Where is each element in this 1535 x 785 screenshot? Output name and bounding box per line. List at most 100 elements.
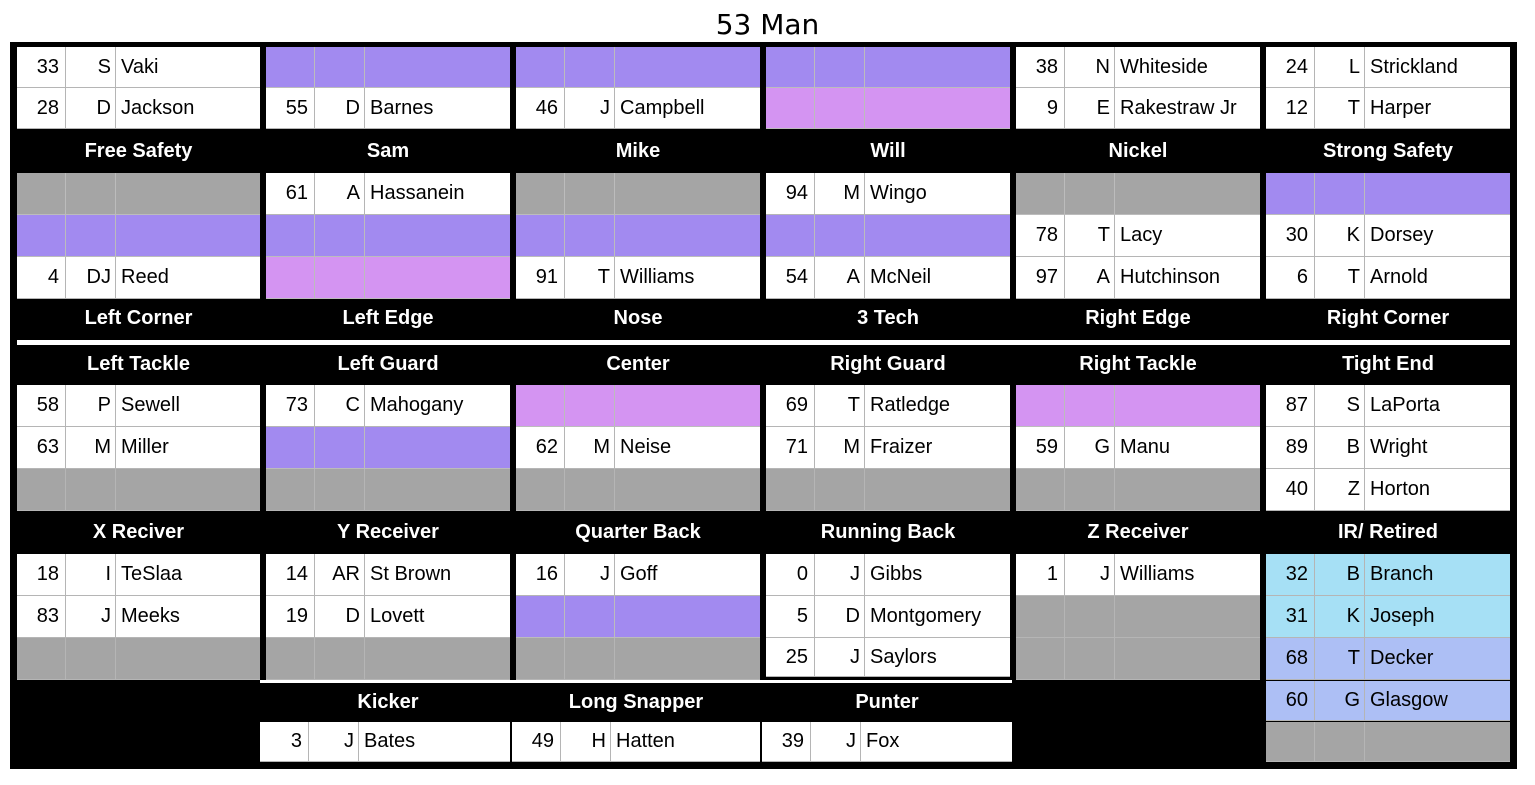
player-initial: [66, 469, 116, 511]
position-header: Right Tackle: [1016, 345, 1260, 384]
empty-slot[interactable]: [516, 385, 760, 427]
player-name: Ratledge: [865, 385, 1010, 427]
player-initial: J: [66, 596, 116, 638]
empty-slot[interactable]: [17, 469, 260, 511]
empty-slot[interactable]: [516, 215, 760, 257]
empty-slot[interactable]: [766, 47, 1010, 88]
empty-slot[interactable]: [266, 638, 510, 680]
player-number: 61: [266, 173, 315, 215]
empty-slot[interactable]: [17, 638, 260, 680]
empty-slot[interactable]: [1266, 722, 1510, 762]
player-name: Miller: [116, 427, 260, 469]
player-initial: [565, 173, 615, 215]
empty-slot[interactable]: [516, 596, 760, 638]
player-initial: T: [1315, 638, 1365, 680]
player-initial: AR: [315, 554, 365, 596]
player-initial: G: [1065, 427, 1115, 469]
empty-slot[interactable]: [766, 215, 1010, 257]
empty-slot[interactable]: [1016, 596, 1260, 638]
player-name: McNeil: [865, 257, 1010, 299]
empty-slot[interactable]: [1016, 469, 1260, 511]
empty-slot[interactable]: [516, 638, 760, 680]
player-name: [865, 469, 1010, 511]
empty-slot[interactable]: [516, 469, 760, 511]
player-number: [1016, 638, 1065, 680]
empty-slot[interactable]: [516, 47, 760, 88]
player-initial: P: [66, 385, 116, 427]
empty-slot[interactable]: [1266, 173, 1510, 215]
empty-slot[interactable]: [1016, 638, 1260, 680]
player-initial: T: [1065, 215, 1115, 257]
empty-slot[interactable]: [266, 257, 510, 299]
empty-slot[interactable]: [766, 88, 1010, 129]
empty-slot[interactable]: [17, 173, 260, 215]
empty-slot[interactable]: [266, 427, 510, 469]
player-name: [1115, 385, 1260, 427]
empty-slot[interactable]: [17, 215, 260, 257]
empty-slot[interactable]: [1016, 385, 1260, 427]
player-number: [266, 469, 315, 511]
empty-slot[interactable]: [266, 469, 510, 511]
position-header: Left Tackle: [17, 345, 260, 384]
empty-slot[interactable]: [266, 47, 510, 88]
player-name: [365, 47, 510, 88]
player-initial: [1065, 469, 1115, 511]
empty-slot[interactable]: [266, 215, 510, 257]
empty-slot[interactable]: [516, 173, 760, 215]
player-number: [516, 215, 565, 257]
empty-slot[interactable]: [1016, 173, 1260, 215]
player-name: Sewell: [116, 385, 260, 427]
player-initial: [565, 215, 615, 257]
player-initial: T: [1315, 257, 1365, 299]
player-number: 33: [17, 47, 66, 88]
player-initial: K: [1315, 215, 1365, 257]
position-header: Y Receiver: [266, 512, 510, 553]
player-name: Jackson: [116, 88, 260, 129]
empty-slot[interactable]: [766, 469, 1010, 511]
player-number: 6: [1266, 257, 1315, 299]
